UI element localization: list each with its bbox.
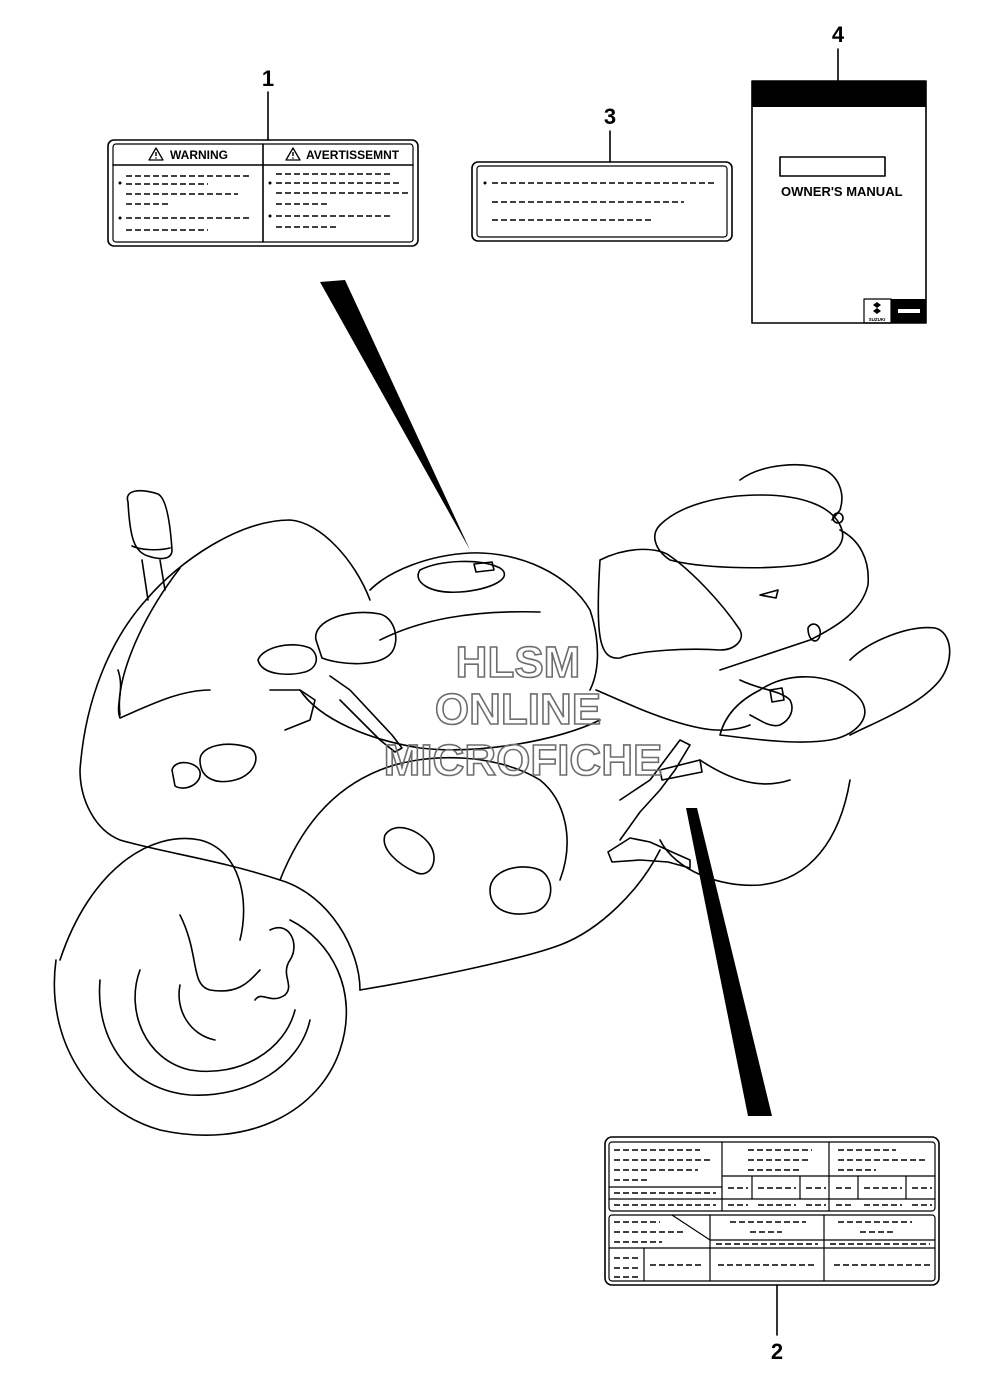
label-inner-border: [476, 165, 728, 238]
fuel-cap: [417, 560, 506, 593]
warning-triangle-icon: [285, 147, 301, 161]
fuel-cap-latch: [473, 561, 495, 573]
label-grid-lines: [608, 1141, 936, 1282]
warning-heading: WARNING: [170, 148, 228, 162]
watermark: HLSM ONLINE MICROFICHE: [383, 637, 663, 786]
footpeg-bolt: [769, 687, 785, 703]
shifter: [607, 837, 691, 869]
footpeg-assembly: [739, 679, 793, 727]
manual-cover: [751, 80, 927, 324]
fairing-vent: [199, 743, 257, 783]
tail-light: [807, 623, 822, 642]
front-tire-outer: [53, 919, 348, 1136]
label-placeholder-text-lines: [118, 173, 410, 243]
brake-lever: [329, 675, 403, 753]
windscreen-top: [145, 519, 371, 601]
front-hub: [178, 984, 216, 1041]
manual-bottom-bar: [898, 309, 920, 313]
rear-brake-pedal: [619, 739, 691, 841]
callout-number-1: 1: [262, 66, 274, 91]
handle-grip: [257, 644, 318, 675]
rear-tire: [659, 779, 851, 887]
frame-tab: [659, 759, 703, 781]
callout-number-3: 3: [604, 104, 616, 129]
part-4-owners-manual[interactable]: 4 OWNER'S MANUAL SUZUKI: [751, 22, 927, 324]
tail-cowl-top: [739, 464, 843, 521]
part-3-info-label[interactable]: 3: [471, 104, 733, 242]
suzuki-logo-icon: SUZUKI: [863, 298, 892, 324]
front-rim-outer: [98, 979, 311, 1096]
fuel-tank-top: [369, 552, 599, 691]
part-2-spec-label[interactable]: 2: [604, 1136, 940, 1364]
passenger-seat: [654, 494, 844, 569]
label-outer-border: [604, 1136, 940, 1286]
tail-bolt: [759, 589, 779, 599]
tank-lower-edge: [299, 689, 601, 751]
left-mirror-stalk: [141, 559, 166, 601]
muffler-lower: [699, 759, 791, 785]
leader-wedge-2: [686, 808, 772, 1116]
manual-top-band: [752, 81, 926, 107]
label-placeholder-text-lines: [483, 181, 714, 221]
manual-model-box: [779, 156, 886, 177]
steering-head: [269, 689, 316, 731]
leader-wedge-1: [320, 280, 470, 550]
warning-triangle-icon: [148, 147, 164, 161]
label-outer-border: [107, 139, 419, 247]
fork-detail: [254, 927, 295, 1001]
tank-line: [379, 610, 541, 641]
rider-seat: [597, 548, 742, 659]
label-placeholder-text-lines: [614, 1149, 932, 1278]
left-mirror-edge: [131, 545, 171, 551]
watermark-line-2: ONLINE: [435, 685, 601, 734]
lower-fairing-bottom: [359, 849, 661, 991]
manual-title: OWNER'S MANUAL: [781, 184, 903, 199]
watermark-line-3: MICROFICHE: [384, 736, 663, 785]
side-vent: [383, 826, 435, 875]
frame-line: [595, 689, 751, 731]
avertissement-heading: AVERTISSEMNT: [306, 148, 400, 162]
fairing-inner-line: [118, 567, 181, 716]
label-outer-border: [471, 161, 733, 242]
fairing-vent-small: [171, 761, 201, 789]
front-rim-inner: [134, 969, 296, 1073]
headlight-notch: [117, 669, 211, 719]
callout-number-4: 4: [832, 22, 845, 47]
side-panel-circle: [489, 866, 552, 915]
part-1-warning-label[interactable]: 1 WARNING AVERTISSEMNT: [107, 66, 419, 247]
right-mirror: [315, 611, 397, 665]
motorcycle-illustration: [53, 280, 951, 1136]
lower-fairing-side: [279, 756, 568, 881]
muffler-end: [849, 626, 951, 736]
front-fender: [59, 837, 245, 961]
callout-number-2: 2: [771, 1339, 783, 1364]
tail-fastener: [832, 512, 844, 524]
fairing-front: [79, 599, 361, 991]
fork-lower: [179, 914, 261, 992]
muffler-body: [719, 676, 866, 743]
watermark-line-1: HLSM: [456, 638, 581, 687]
svg-text:SUZUKI: SUZUKI: [869, 317, 886, 322]
tail-section: [719, 529, 870, 671]
